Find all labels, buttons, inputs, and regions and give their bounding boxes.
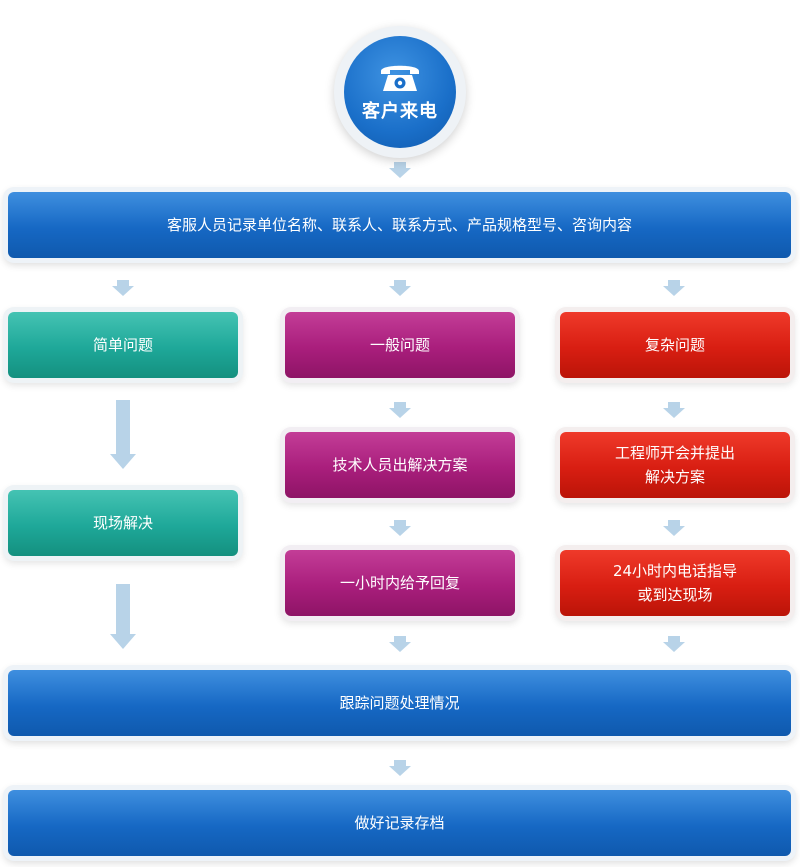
telephone-icon xyxy=(381,65,419,91)
general-issue-step: 一般问题 xyxy=(285,312,515,378)
track-issue-step: 跟踪问题处理情况 xyxy=(8,670,791,736)
start-label: 客户来电 xyxy=(362,101,438,122)
arrow-record-to-simple xyxy=(112,280,134,296)
arrow-track-to-archive xyxy=(389,760,411,776)
arrow-tech-to-reply xyxy=(389,520,411,536)
arrow-complex-to-engineer xyxy=(663,402,685,418)
arrow-general-to-tech xyxy=(389,402,411,418)
arrow-start-to-record xyxy=(389,162,411,178)
tech-solution-step: 技术人员出解决方案 xyxy=(285,432,515,498)
arrow-record-to-complex xyxy=(663,280,685,296)
archive-record-step: 做好记录存档 xyxy=(8,790,791,856)
start-node: 客户来电 xyxy=(344,36,456,148)
arrow-engineer-to-guide xyxy=(663,520,685,536)
arrow-reply-to-track xyxy=(389,636,411,652)
record-info-step: 客服人员记录单位名称、联系人、联系方式、产品规格型号、咨询内容 xyxy=(8,192,791,258)
reply-within-hour-step: 一小时内给予回复 xyxy=(285,550,515,616)
engineer-meeting-step: 工程师开会并提出 解决方案 xyxy=(560,432,790,498)
arrow-simple-to-onsite xyxy=(110,400,136,469)
onsite-solve-step: 现场解决 xyxy=(8,490,238,556)
complex-issue-step: 复杂问题 xyxy=(560,312,790,378)
simple-issue-step: 简单问题 xyxy=(8,312,238,378)
phone-guide-step: 24小时内电话指导 或到达现场 xyxy=(560,550,790,616)
arrow-guide-to-track xyxy=(663,636,685,652)
arrow-onsite-to-track xyxy=(110,584,136,649)
arrow-record-to-general xyxy=(389,280,411,296)
